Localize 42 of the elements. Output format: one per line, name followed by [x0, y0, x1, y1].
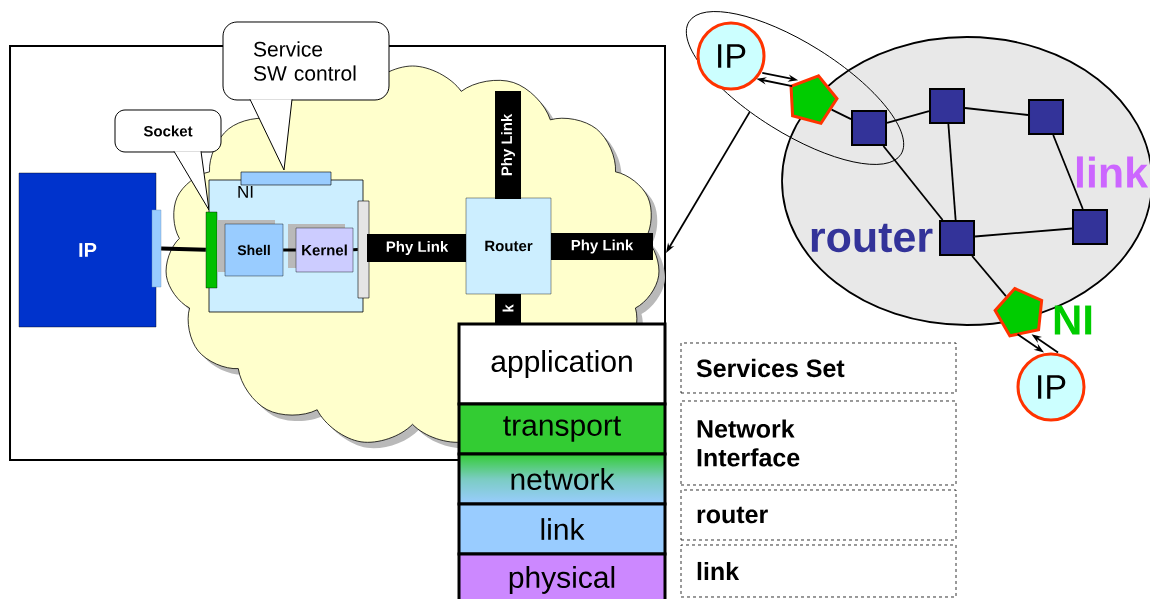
port-bar	[240, 171, 332, 186]
phy-link-bar: Phy Link	[551, 233, 653, 260]
layer-box: network	[457, 452, 667, 506]
link-line	[964, 107, 1029, 116]
layer-box: physical	[457, 552, 667, 599]
router-square	[851, 110, 887, 146]
router-square	[1072, 209, 1108, 245]
dashed-box: router	[680, 489, 957, 541]
ellipse-outline	[685, 11, 905, 165]
phy-link-bar: k	[495, 294, 521, 323]
router-square	[939, 220, 975, 256]
port-bar	[151, 209, 162, 288]
dashed-box: Services Set	[680, 342, 957, 394]
dashed-box: Network Interface	[680, 400, 957, 486]
link-line	[947, 123, 957, 221]
layer-box: link	[457, 502, 667, 556]
link-line	[971, 255, 1007, 298]
dashed-box: link	[680, 544, 957, 598]
graph-label: link	[1076, 156, 1149, 188]
link-line	[161, 246, 206, 252]
router-square	[929, 88, 965, 124]
graph-label: router	[811, 223, 933, 253]
link-line	[974, 227, 1073, 238]
link-line	[353, 248, 358, 252]
ni-pentagon	[789, 74, 839, 126]
phy-link-bar: Phy Link	[367, 234, 467, 262]
link-line	[886, 110, 930, 124]
callout-bubble: Service SW control	[222, 21, 390, 171]
link-line	[283, 248, 296, 252]
router-box: Router	[465, 197, 552, 295]
shell-box: Shell	[224, 223, 284, 277]
link-line	[882, 145, 944, 221]
link-line	[830, 108, 852, 121]
callout-bubble: Socket	[114, 109, 222, 211]
router-square	[1028, 99, 1064, 135]
kernel-box: Kernel	[295, 227, 354, 273]
port-bar	[357, 200, 370, 299]
link-line	[1052, 134, 1084, 210]
graph-label: NI	[1054, 305, 1092, 335]
socket-bar	[205, 211, 218, 289]
phy-link-bar: Phy Link	[495, 91, 521, 199]
ip-block: IP	[18, 172, 157, 328]
